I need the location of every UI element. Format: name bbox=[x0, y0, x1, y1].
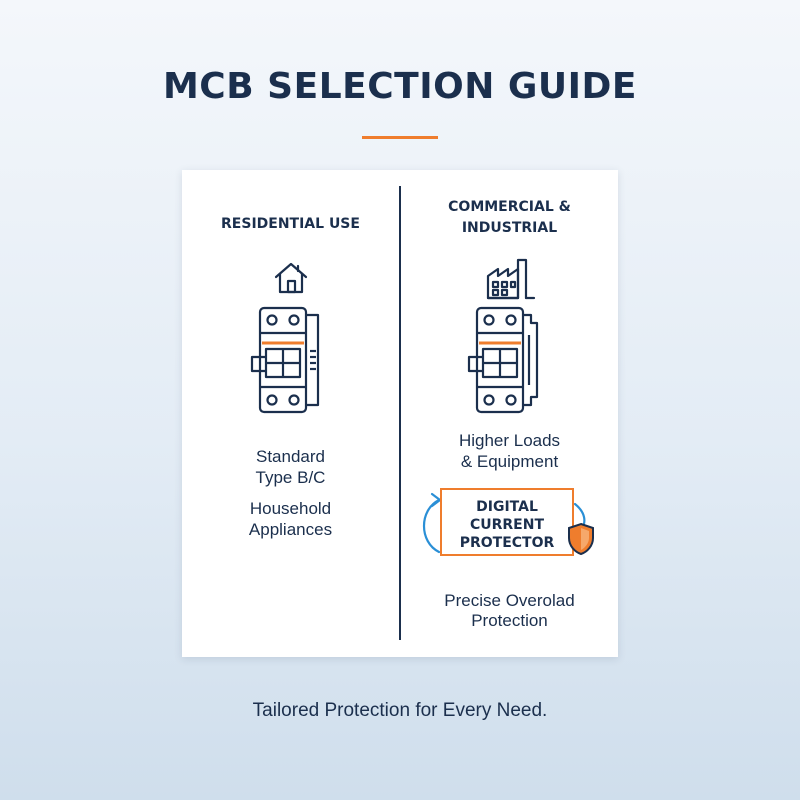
page-title: MCB SELECTION GUIDE bbox=[162, 66, 638, 107]
factory-icon bbox=[486, 258, 536, 300]
commercial-load-line2: & Equipment bbox=[460, 452, 559, 471]
shield-icon bbox=[568, 522, 594, 556]
commercial-footer-line2: Protection bbox=[471, 611, 548, 630]
residential-type-line1: Standard bbox=[256, 447, 325, 466]
residential-use-line1: Household bbox=[249, 499, 332, 518]
tagline: Tailored Protection for Every Need. bbox=[252, 700, 548, 721]
commercial-footer-line1: Precise Overolad bbox=[444, 591, 575, 610]
circuit-breaker-icon bbox=[467, 306, 539, 414]
commercial-load-line1: Higher Loads bbox=[458, 431, 561, 450]
circuit-breaker-icon bbox=[250, 306, 320, 414]
protector-label-line2: CURRENT bbox=[469, 517, 545, 533]
commercial-column: COMMERCIAL & INDUSTRIAL bbox=[401, 170, 618, 657]
commercial-heading-line2: INDUSTRIAL bbox=[461, 220, 558, 236]
commercial-heading-line1: COMMERCIAL & bbox=[448, 199, 571, 215]
digital-current-protector-box: DIGITAL CURRENT PROTECTOR bbox=[440, 488, 574, 556]
residential-heading: RESIDENTIAL USE bbox=[221, 216, 360, 232]
column-divider bbox=[399, 186, 401, 640]
residential-column: RESIDENTIAL USE bbox=[182, 170, 399, 657]
comparison-card: RESIDENTIAL USE bbox=[182, 170, 618, 657]
house-icon bbox=[274, 262, 308, 294]
protector-label-line1: DIGITAL bbox=[476, 499, 538, 515]
title-underline bbox=[362, 136, 438, 139]
residential-use-line2: Appliances bbox=[248, 520, 333, 539]
protector-label-line3: PROTECTOR bbox=[459, 535, 555, 551]
residential-type-line2: Type B/C bbox=[255, 468, 326, 487]
